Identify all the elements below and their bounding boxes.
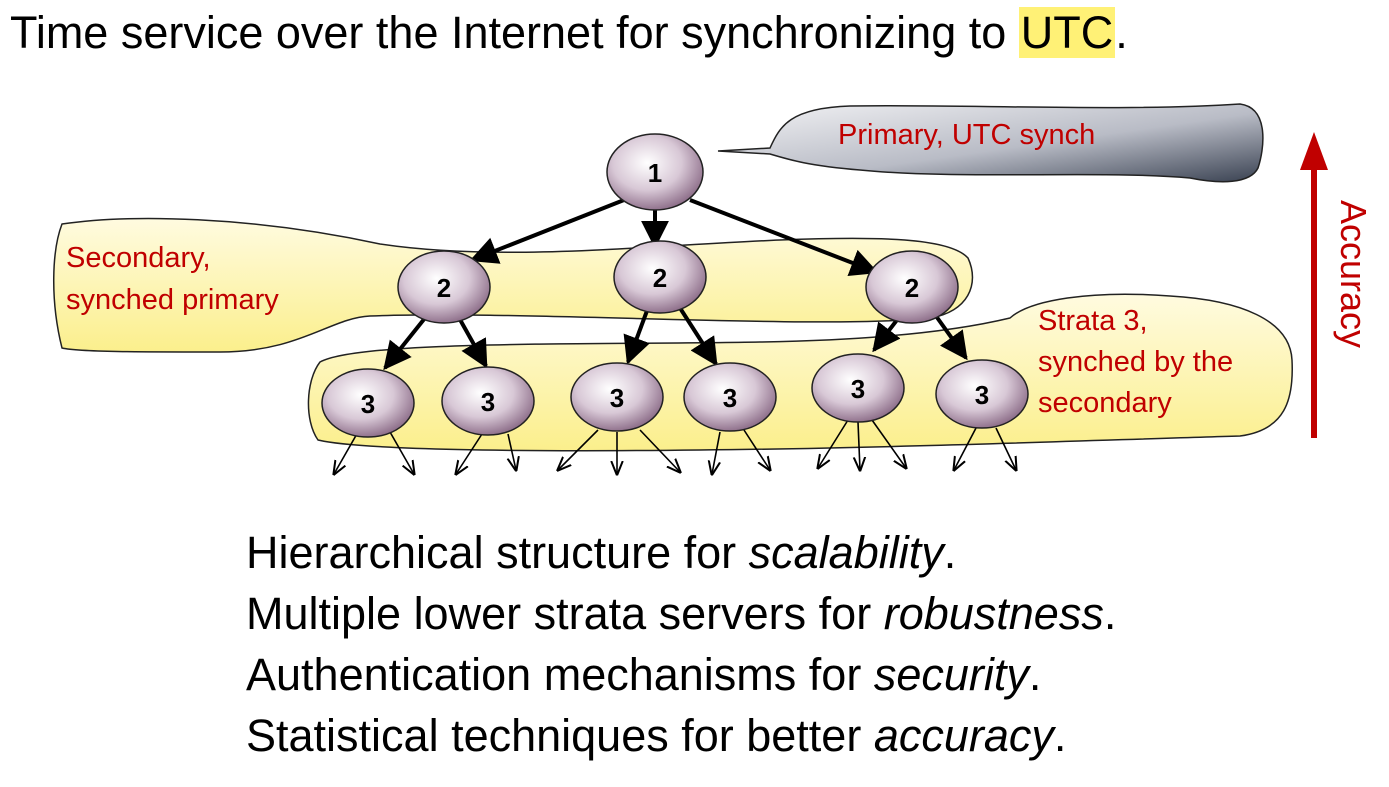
secondary-label-line1: Secondary, xyxy=(66,242,211,274)
bullet-line: Statistical techniques for better accura… xyxy=(246,705,1116,766)
bullet-period: . xyxy=(943,527,957,578)
strata3-label-line3: secondary xyxy=(1038,387,1172,419)
bullet-period: . xyxy=(1053,710,1067,761)
stratum3-node: 3 xyxy=(321,368,415,438)
strata3-label-line2: synched by the xyxy=(1038,346,1233,378)
bullet-period: . xyxy=(1103,588,1117,639)
stratum3-node: 3 xyxy=(811,353,905,423)
bullet-text: Multiple lower strata servers for xyxy=(246,588,884,639)
bullet-text: Authentication mechanisms for xyxy=(246,649,874,700)
stratum3-node: 3 xyxy=(683,362,777,432)
stratum3-node: 3 xyxy=(441,366,535,436)
stratum3-node: 3 xyxy=(570,362,664,432)
bullet-text: Hierarchical structure for xyxy=(246,527,749,578)
strata3-band xyxy=(307,293,1294,452)
stratum2-node: 2 xyxy=(397,250,491,324)
stratum2-node: 2 xyxy=(865,250,959,324)
stratum3-node: 3 xyxy=(935,359,1029,429)
node-number: 2 xyxy=(653,263,667,293)
node-number: 3 xyxy=(610,383,624,413)
bullet-line: Authentication mechanisms for security. xyxy=(246,644,1116,705)
utc-highlight: UTC xyxy=(1018,7,1116,58)
edges-to-lower-strata xyxy=(334,419,1016,474)
bullet-emphasis: accuracy xyxy=(873,710,1054,761)
edges-1-to-2 xyxy=(469,198,879,276)
bullet-emphasis: scalability xyxy=(748,527,944,578)
secondary-label-line2: synched primary xyxy=(66,284,279,316)
node-number: 2 xyxy=(905,273,919,303)
node-number: 3 xyxy=(361,389,375,419)
bullet-emphasis: security xyxy=(873,649,1029,700)
bullet-line: Hierarchical structure for scalability. xyxy=(246,522,1116,583)
accuracy-arrow xyxy=(1300,132,1328,438)
page-title: Time service over the Internet for synch… xyxy=(10,4,1128,62)
bullet-list: Hierarchical structure for scalability. … xyxy=(246,522,1116,766)
node-number: 3 xyxy=(975,380,989,410)
bullet-period: . xyxy=(1028,649,1042,700)
ntp-hierarchy-diagram: 1 2 2 2 3 3 3 3 3 3 Primary, UTC synch S… xyxy=(53,103,1374,500)
primary-label: Primary, UTC synch xyxy=(838,119,1095,151)
node-number: 3 xyxy=(723,383,737,413)
title-text: Time service over the Internet for synch… xyxy=(10,7,1019,58)
title-period: . xyxy=(1115,7,1128,58)
stratum1-node: 1 xyxy=(606,133,704,211)
accuracy-label: Accuracy xyxy=(1333,200,1374,348)
edges-2-to-3 xyxy=(383,306,968,371)
bullet-emphasis: robustness xyxy=(883,588,1104,639)
bullet-line: Multiple lower strata servers for robust… xyxy=(246,583,1116,644)
bullet-text: Statistical techniques for better xyxy=(246,710,874,761)
node-number: 3 xyxy=(481,387,495,417)
node-number: 3 xyxy=(851,374,865,404)
strata3-label-line1: Strata 3, xyxy=(1038,305,1148,337)
node-number: 2 xyxy=(437,273,451,303)
node-number: 1 xyxy=(648,158,662,188)
primary-callout xyxy=(717,103,1264,183)
stratum2-node: 2 xyxy=(613,240,707,314)
